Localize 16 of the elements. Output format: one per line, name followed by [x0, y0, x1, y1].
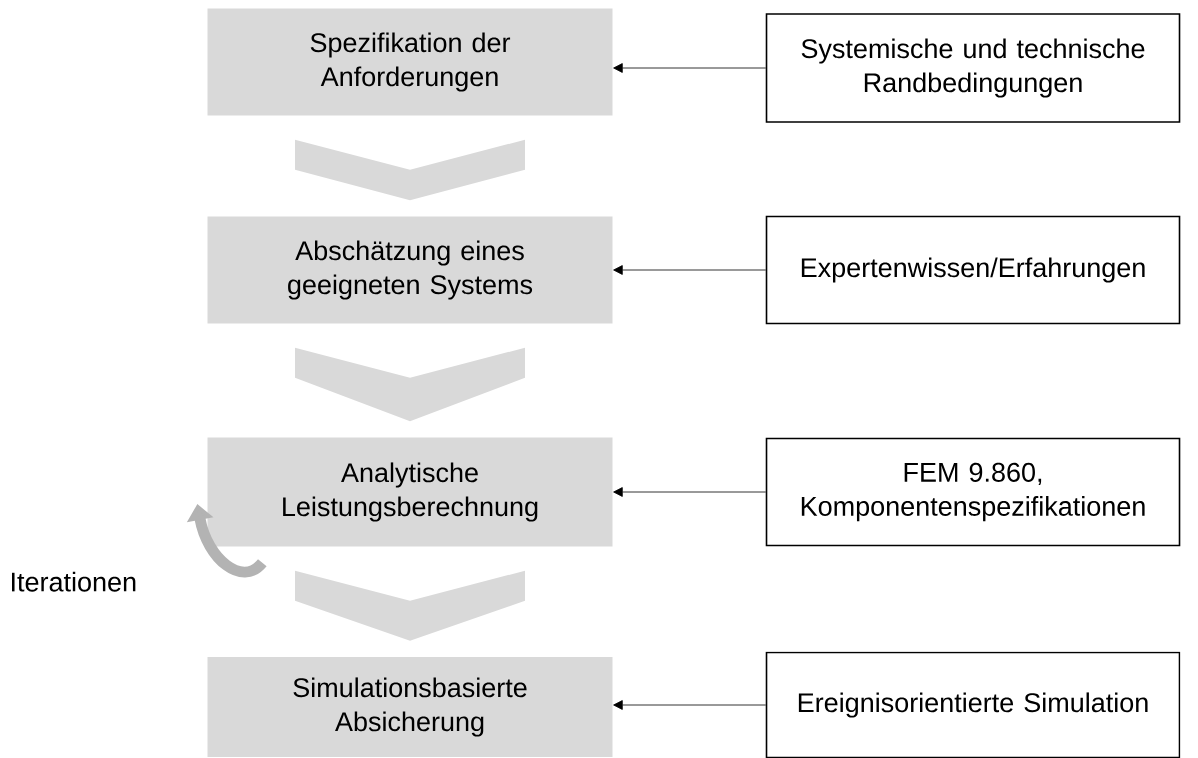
process-box: Abschätzung eines geeigneten Systems	[207, 216, 613, 324]
input-box: Systemische und technische Randbedingungen	[765, 13, 1181, 123]
input-box: FEM 9.860, Komponentenspezifikationen	[765, 437, 1181, 547]
process-box: Simulationsbasierte Absicherung	[207, 657, 613, 757]
chevron-arrow	[295, 139, 525, 201]
arrow	[613, 700, 767, 710]
arrow	[613, 265, 767, 275]
chevron-arrow	[295, 570, 525, 641]
input-box: Expertenwissen/Erfahrungen	[765, 215, 1181, 325]
input-box: Ereignisorientierte Simulation	[765, 651, 1181, 758]
edge-label: Iterationen	[12, 571, 136, 592]
arrow	[613, 487, 767, 497]
chevron-arrow	[295, 347, 525, 422]
process-box: Analytische Leistungsberechnung	[207, 437, 613, 547]
arrow	[613, 63, 767, 73]
process-box: Spezifikation der Anforderungen	[207, 8, 613, 116]
